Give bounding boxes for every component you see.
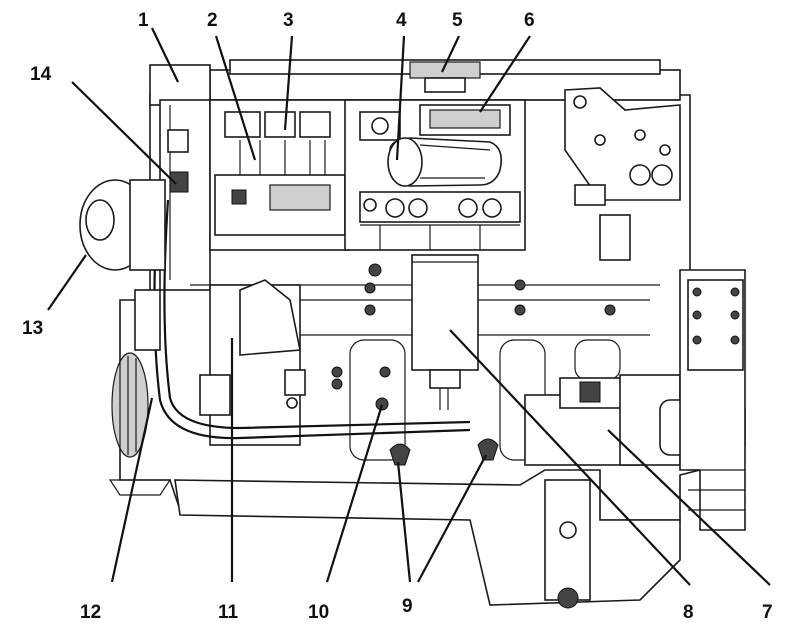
callout-6: 6	[524, 10, 535, 31]
callout-8: 8	[683, 602, 694, 623]
engine-drawing	[79, 59, 746, 609]
leader-5	[441, 35, 460, 73]
leader-1	[151, 27, 179, 83]
callout-9: 9	[402, 596, 413, 617]
callout-4: 4	[396, 10, 407, 31]
callout-labels: 1 2 3 4 5 6 7 8 9 10 11 12 13 14	[22, 10, 773, 623]
callout-12: 12	[80, 602, 101, 623]
leader-13	[47, 254, 87, 311]
callout-10: 10	[308, 602, 329, 623]
leader-9b	[417, 454, 487, 583]
leader-14	[71, 81, 177, 185]
leader-9a	[396, 461, 412, 583]
callout-14: 14	[30, 64, 52, 85]
leader-10	[325, 404, 384, 583]
callout-2: 2	[207, 10, 218, 31]
leader-3	[283, 35, 294, 131]
callout-11: 11	[218, 602, 239, 623]
leader-12	[110, 397, 154, 583]
callout-3: 3	[283, 10, 294, 31]
callout-7: 7	[762, 602, 773, 623]
leader-4	[395, 35, 406, 161]
leader-8	[449, 329, 691, 586]
leader-2	[214, 35, 257, 161]
leader-7	[607, 429, 771, 586]
leader-6	[479, 35, 531, 113]
callout-5: 5	[452, 10, 463, 31]
callout-13: 13	[22, 318, 43, 339]
leader-lines	[47, 27, 771, 586]
callout-1: 1	[138, 10, 149, 31]
